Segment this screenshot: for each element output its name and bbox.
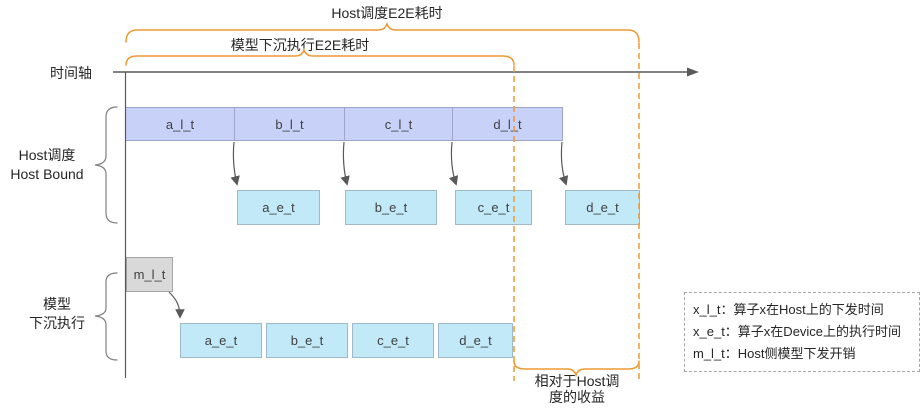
model-section-label: 模型 下沉执行 <box>10 295 104 333</box>
model-exec-box-c: c_e_t <box>352 323 434 358</box>
host-launch-box-a-label: a_l_t <box>165 116 195 132</box>
connector-arrow-c <box>448 141 459 186</box>
model-exec-box-b: b_e_t <box>266 323 348 358</box>
host-launch-box-d-label: d_l_t <box>493 116 522 132</box>
legend-item-mlt: m_l_t：Host侧模型下发开销 <box>693 346 856 361</box>
host-exec-box-b: b_e_t <box>345 190 437 225</box>
host-exec-box-b-label: b_e_t <box>374 200 408 215</box>
host-launch-box-b: b_l_t <box>234 107 345 141</box>
benefit-label-line1: 相对于Host调 <box>534 373 620 389</box>
host-exec-box-d-label: d_e_t <box>586 200 619 215</box>
legend-box: x_l_t：算子x在Host上的下发时间 x_e_t：算子x在Device上的执… <box>684 292 920 372</box>
host-section-label-line1: Host调度 <box>18 147 76 163</box>
model-exec-box-d-label: d_e_t <box>459 333 492 348</box>
time-axis-arrowhead-icon <box>687 67 699 77</box>
host-exec-box-a-label: a_e_t <box>262 200 295 215</box>
host-exec-box-c: c_e_t <box>455 190 532 225</box>
host-exec-box-c-label: c_e_t <box>477 200 510 215</box>
host-exec-box-a: a_e_t <box>237 190 320 225</box>
model-section-label-line1: 模型 <box>43 296 71 312</box>
host-section-label: Host调度 Host Bound <box>0 146 94 184</box>
connector-arrow-b <box>340 141 350 186</box>
host-exec-box-d: d_e_t <box>565 190 640 225</box>
host-launch-box-c-label: c_l_t <box>384 116 413 132</box>
benefit-label-line2: 度的收益 <box>549 389 605 405</box>
model-launch-box: m_l_t <box>126 257 173 292</box>
model-exec-box-b-label: b_e_t <box>290 333 324 348</box>
legend-item-xet: x_e_t：算子x在Device上的执行时间 <box>693 324 902 339</box>
connector-arrow-d <box>558 141 569 186</box>
host-section-label-line2: Host Bound <box>10 166 84 182</box>
model-exec-box-a-label: a_e_t <box>204 333 238 348</box>
model-section-label-line2: 下沉执行 <box>29 315 85 331</box>
model-e2e-title: 模型下沉执行E2E耗时 <box>230 37 370 53</box>
model-exec-box-a: a_e_t <box>180 323 262 358</box>
legend-item-xlt: x_l_t：算子x在Host上的下发时间 <box>693 302 884 317</box>
connector-arrow-a <box>230 141 240 186</box>
model-exec-box-c-label: c_e_t <box>377 333 409 348</box>
host-e2e-title: Host调度E2E耗时 <box>331 5 443 21</box>
host-launch-box-b-label: b_l_t <box>275 116 304 132</box>
host-launch-box-c: c_l_t <box>344 107 453 141</box>
model-exec-box-d: d_e_t <box>438 323 513 358</box>
benefit-label: 相对于Host调 度的收益 <box>501 373 653 405</box>
host-section-brace <box>94 106 118 224</box>
connector-arrow-m <box>168 291 185 319</box>
model-launch-box-label: m_l_t <box>133 267 166 282</box>
host-launch-box-a: a_l_t <box>125 107 235 141</box>
time-axis-label: 时间轴 <box>50 65 92 81</box>
host-launch-box-d: d_l_t <box>452 107 563 141</box>
